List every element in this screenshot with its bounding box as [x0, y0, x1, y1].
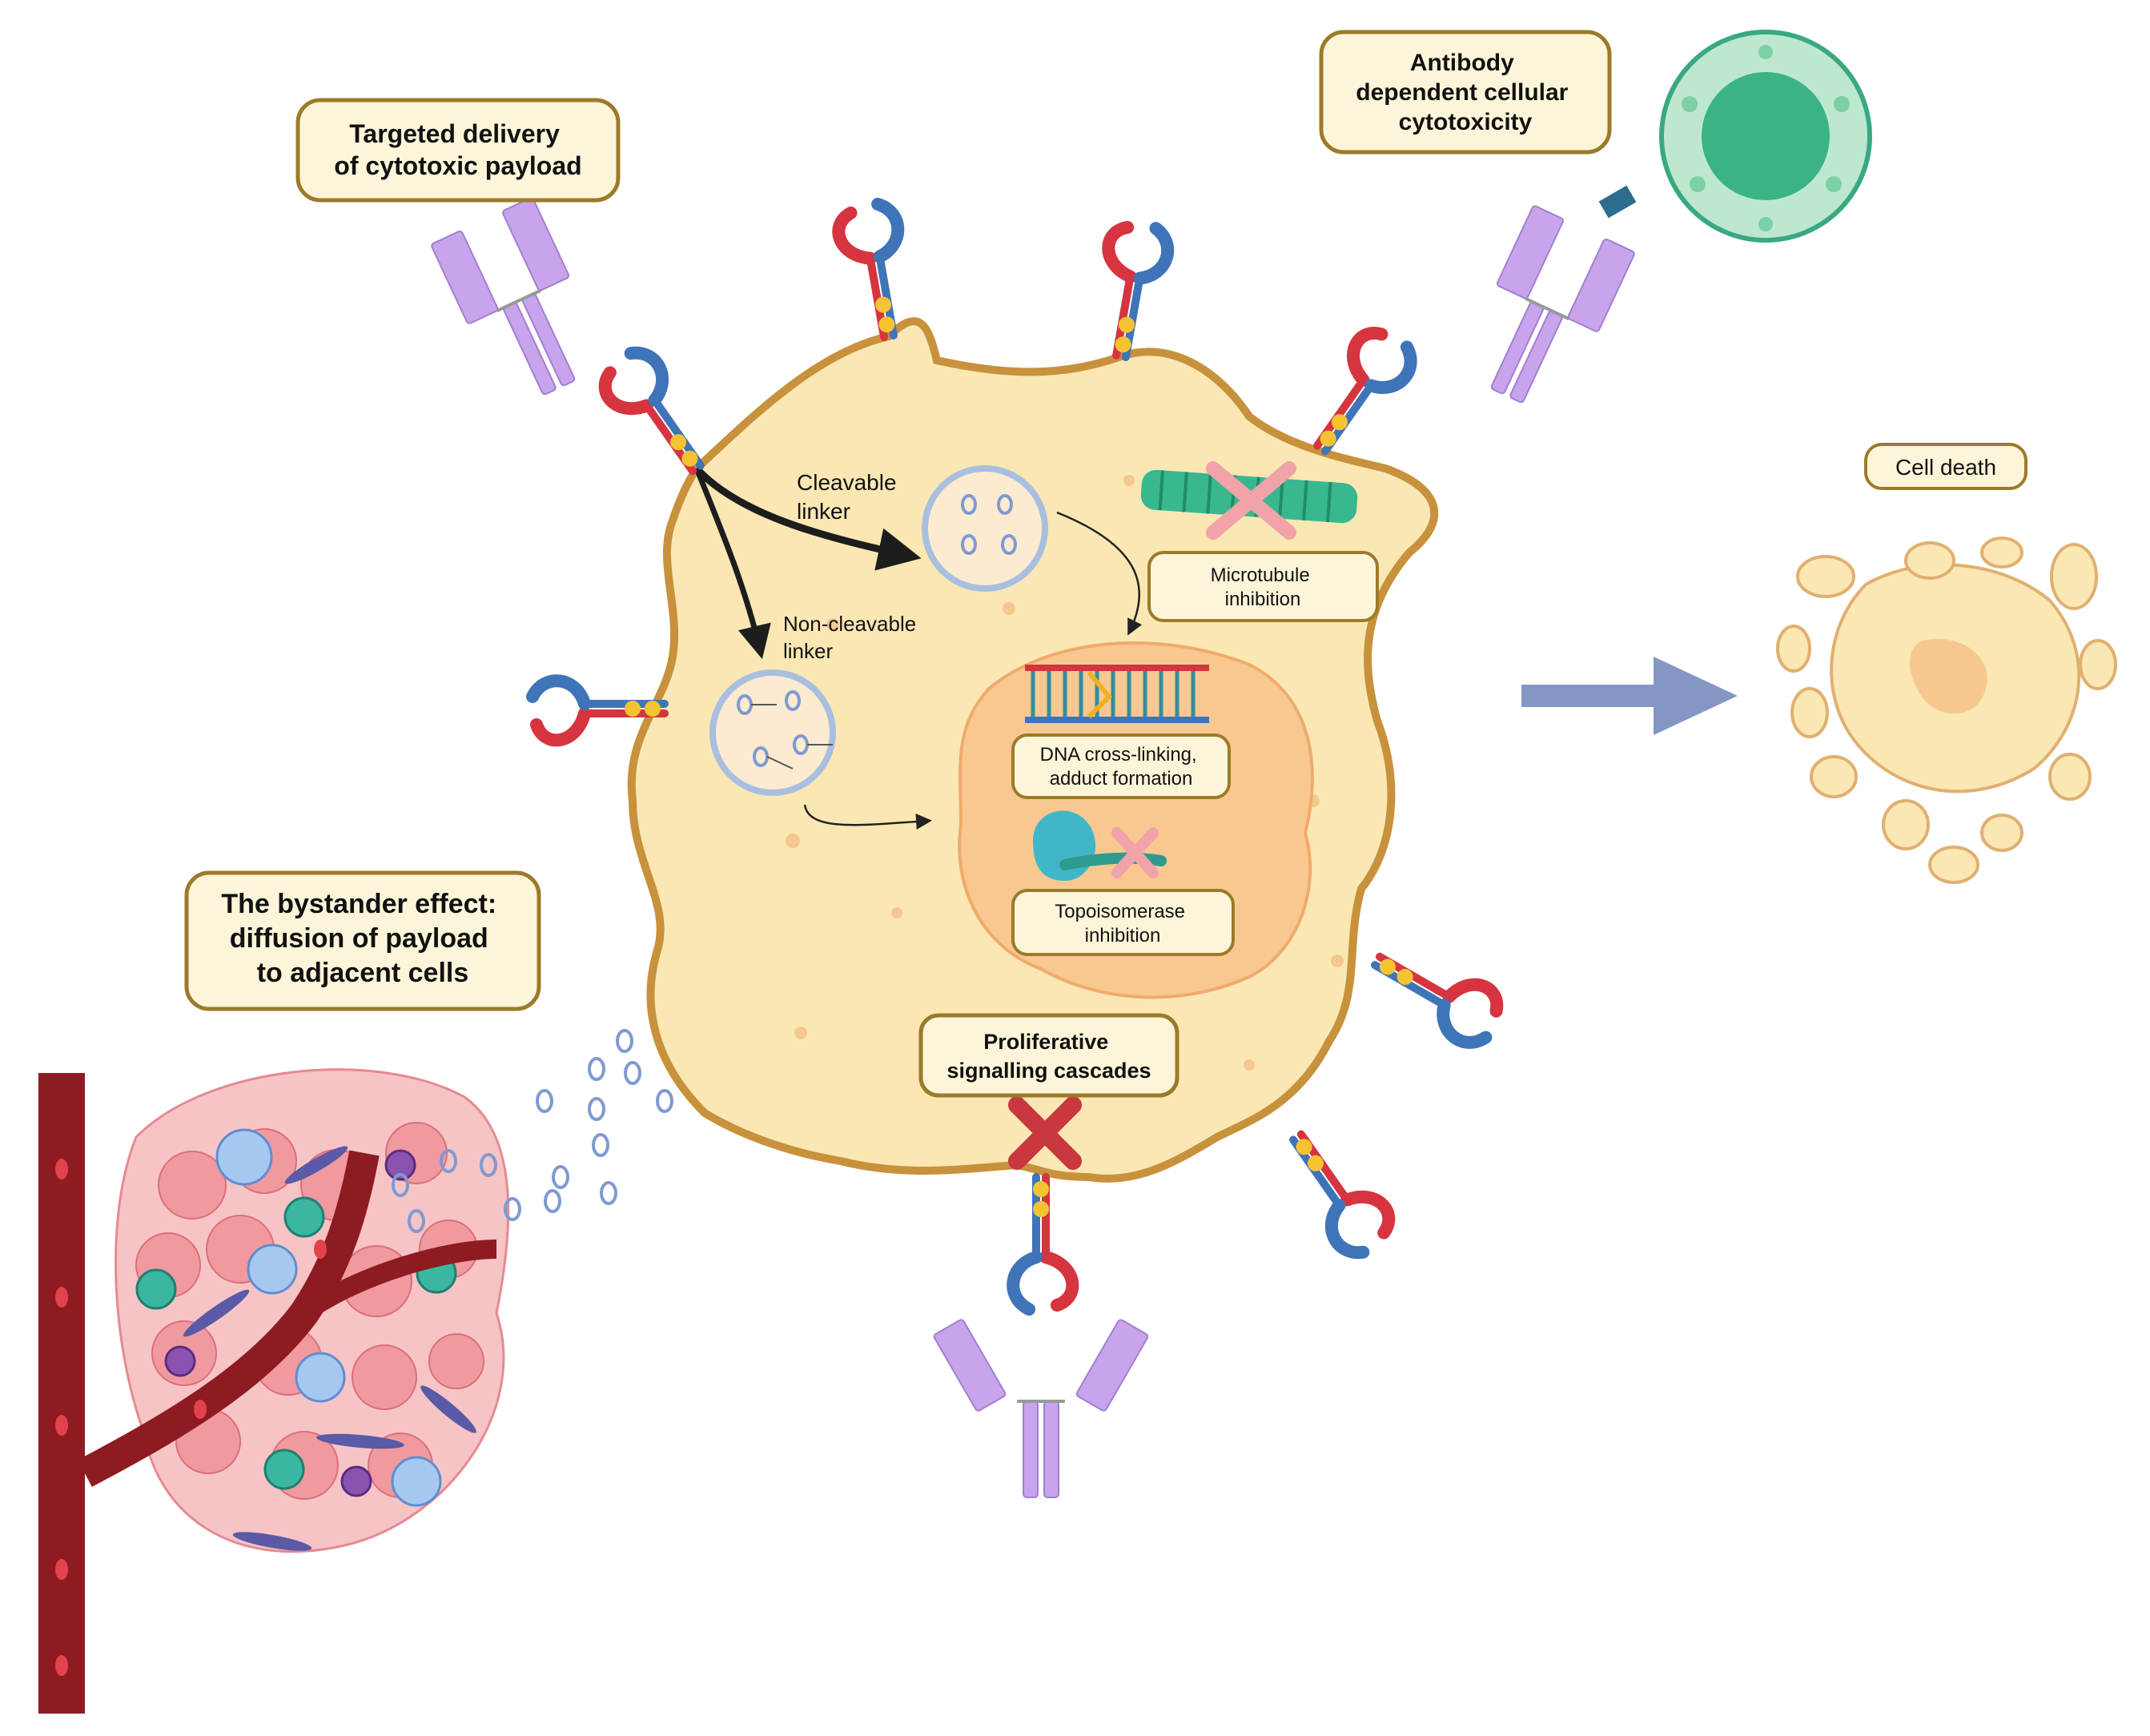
label-targeted-delivery-line-2: of cytotoxic payload: [334, 151, 581, 180]
dendritic-cells: [164, 1149, 416, 1497]
label-targeted-delivery-line-1: Targeted delivery: [349, 119, 560, 148]
progression-arrow: [1521, 657, 1738, 735]
lysosome-non-cleavable: [709, 669, 836, 796]
signalling-inhibit-x: [1008, 1096, 1082, 1170]
receptor-right-lower: [1371, 952, 1504, 1049]
receptor-bottom-right: [1289, 1130, 1396, 1260]
topoisomerase-inhibit-x: [1111, 827, 1159, 878]
label-cell-death-text: Cell death: [1895, 455, 1996, 480]
label-cell-death: Cell death: [1864, 443, 2027, 490]
svg-text:Cleavable linker: Cleavable linker: [797, 470, 902, 524]
topoisomerase-enzyme: [1033, 810, 1167, 881]
label-microtubule-inhibition: Microtubule inhibition: [1147, 551, 1379, 622]
receptor-top-1: [832, 197, 905, 342]
tumor-microenvironment: [38, 1068, 510, 1714]
label-microtubule-inhibition-line-1: Microtubule: [1211, 565, 1310, 586]
surface-receptors: [526, 197, 1504, 1316]
internalization-arrows: [693, 465, 1143, 830]
label-non-cleavable-linker-line-1: Non-cleavable: [783, 612, 916, 636]
svg-text:Non-cleavable linker: Non-cleavable linker: [783, 612, 922, 663]
svg-text:Antibody dependent cellu: Antibody dependent cellular cytotoxicity: [1356, 50, 1574, 135]
svg-text:Topoisomerase inhibition: Topoisomerase inhibition: [1055, 901, 1190, 946]
label-adcc-line-3: cytotoxicity: [1399, 109, 1533, 135]
label-topoisomerase-inhibition: Topoisomerase inhibition: [1011, 889, 1235, 956]
antibodies: [431, 197, 1635, 1498]
label-cleavable-linker-line-1: Cleavable: [797, 470, 897, 495]
dead-cell-core: [1910, 639, 1987, 714]
label-dna-crosslinking-line-1: DNA cross-linking,: [1040, 744, 1197, 766]
receptor-top-left: [598, 346, 705, 476]
receptor-left: [526, 674, 669, 747]
label-microtubule-inhibition-line-2: inhibition: [1225, 589, 1301, 610]
label-proliferative-signalling: Proliferative signalling cascades: [918, 1013, 1179, 1098]
label-adcc-line-2: dependent cellular: [1356, 79, 1568, 106]
label-bystander-effect-line-3: to adjacent cells: [257, 958, 469, 988]
label-bystander-effect-line-1: The bystander effect:: [221, 889, 496, 919]
label-topoisomerase-inhibition-line-2: inhibition: [1085, 925, 1161, 946]
label-non-cleavable-linker: Non-cleavable linker: [783, 612, 922, 663]
label-cleavable-linker: Cleavable linker: [797, 470, 902, 524]
svg-text:Targeted delivery of cyt: Targeted delivery of cytotoxic payload: [334, 119, 581, 180]
label-bystander-effect: The bystander effect: diffusion of paylo…: [184, 870, 541, 1011]
antibody-top-left: [431, 197, 576, 396]
dna-ladder: [1025, 665, 1209, 723]
label-bystander-effect-line-2: diffusion of payload: [230, 923, 488, 954]
label-proliferative-signalling-line-2: signalling cascades: [946, 1059, 1151, 1083]
label-non-cleavable-linker-line-2: linker: [783, 639, 833, 663]
antibody-top-right: [1490, 205, 1635, 404]
receptor-top-right: [1313, 327, 1417, 456]
lysosome-cleavable: [922, 465, 1048, 592]
receptor-top-2: [1102, 220, 1175, 362]
microtubule-inhibit-x: [1206, 461, 1296, 540]
svg-text:Proliferative signalling: Proliferative signalling cascades: [946, 1030, 1151, 1083]
label-adcc: Antibody dependent cellular cytotoxicity: [1319, 30, 1612, 155]
svg-text:The bystander effect: di: The bystander effect: diffusion of paylo…: [221, 889, 504, 988]
svg-text:DNA cross-linking, adduc: DNA cross-linking, adduct formation: [1040, 744, 1203, 790]
label-targeted-delivery: Targeted delivery of cytotoxic payload: [295, 98, 621, 203]
svg-text:Microtubule inhibition: Microtubule inhibition: [1211, 565, 1316, 610]
label-proliferative-signalling-line-1: Proliferative: [983, 1030, 1108, 1054]
antibody-bottom: [933, 1319, 1149, 1498]
blood-vessel: [38, 1073, 497, 1714]
immune-cells-blue: [215, 1128, 442, 1507]
label-dna-crosslinking-line-2: adduct formation: [1050, 768, 1193, 790]
nk-effector-cell: [1598, 30, 1872, 243]
fibroblasts: [183, 1146, 476, 1551]
immune-cells-teal: [135, 1196, 457, 1490]
label-topoisomerase-inhibition-line-1: Topoisomerase: [1055, 901, 1185, 922]
label-dna-crosslinking: DNA cross-linking, adduct formation: [1011, 733, 1231, 799]
label-adcc-line-1: Antibody: [1410, 50, 1514, 76]
receptor-bottom: [1007, 1173, 1079, 1316]
label-cleavable-linker-line-2: linker: [797, 499, 850, 524]
